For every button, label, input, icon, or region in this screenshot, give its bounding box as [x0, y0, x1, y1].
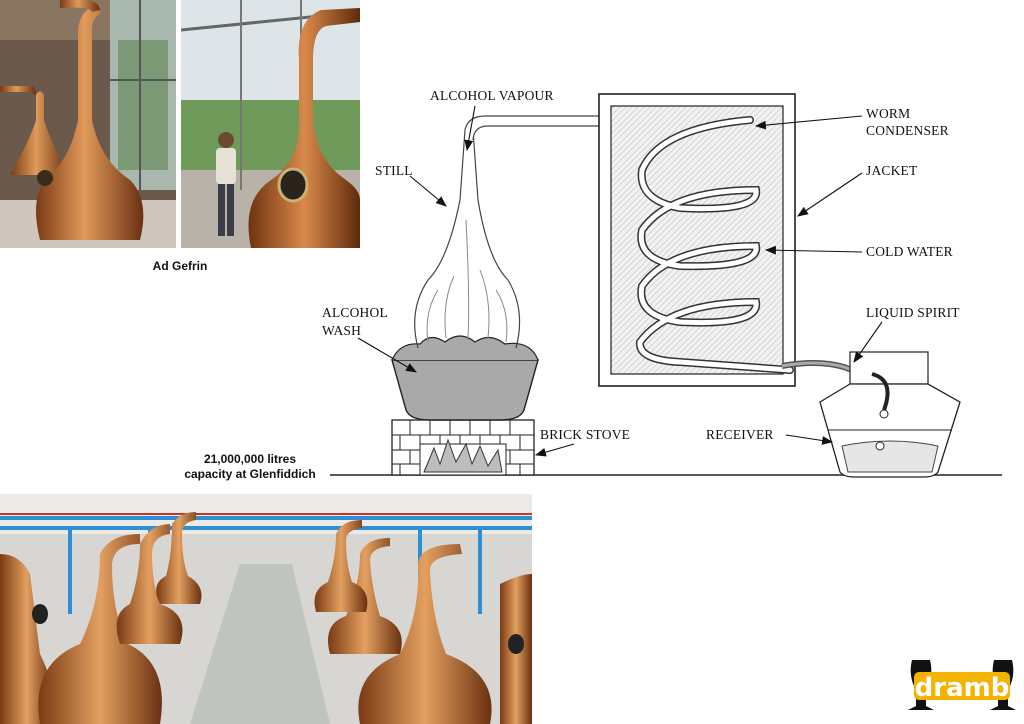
- label-condenser: CONDENSER: [866, 123, 949, 138]
- label-receiver: RECEIVER: [706, 427, 774, 442]
- photo-glenfiddich-still-house: [0, 494, 532, 724]
- capacity-caption: 21,000,000 litres capacity at Glenfiddic…: [160, 452, 340, 482]
- label-worm: WORM: [866, 106, 910, 121]
- photo-ad-gefrin-stills-left: [0, 0, 176, 248]
- label-alcohol: ALCOHOL: [322, 305, 388, 320]
- dramb-logo-text: dramb: [915, 673, 1010, 703]
- label-cold-water: COLD WATER: [866, 244, 953, 259]
- fire-icon: [423, 438, 503, 473]
- photo-caption-ad-gefrin: Ad Gefrin: [152, 259, 208, 273]
- distillation-diagram: ALCOHOL VAPOUR STILL WORM CONDENSER JACK…: [322, 88, 1002, 478]
- label-jacket: JACKET: [866, 163, 918, 178]
- brick-stove: [391, 419, 535, 476]
- capacity-line-2: capacity at Glenfiddich: [184, 467, 316, 481]
- capacity-line-1: 21,000,000 litres: [203, 452, 297, 466]
- dramb-logo: dramb: [908, 660, 1016, 710]
- worm-condenser-tank: [598, 93, 796, 387]
- label-liquid-spirit: LIQUID SPIRIT: [866, 305, 960, 320]
- label-alcohol-vapour: ALCOHOL VAPOUR: [430, 88, 554, 103]
- label-wash: WASH: [322, 323, 361, 338]
- label-brick-stove: BRICK STOVE: [540, 427, 630, 442]
- photo-ad-gefrin-stills-right: [181, 0, 360, 248]
- label-still: STILL: [375, 163, 413, 178]
- receiver: [781, 351, 961, 478]
